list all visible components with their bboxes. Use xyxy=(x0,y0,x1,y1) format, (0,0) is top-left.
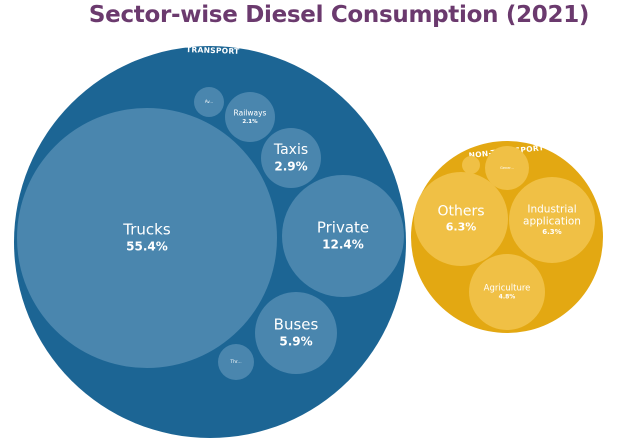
railways-bubble xyxy=(225,92,275,142)
others-bubble xyxy=(414,172,508,266)
chart-title: Sector-wise Diesel Consumption (2021) xyxy=(88,2,590,28)
others-label: Others xyxy=(437,204,484,220)
thr-bubble xyxy=(218,344,254,380)
transport-group-label: TRANSPORT xyxy=(186,45,240,56)
trucks-label: Trucks xyxy=(122,220,171,238)
private-label: Private xyxy=(317,218,369,236)
trucks-value: 55.4% xyxy=(126,240,168,254)
others-value: 6.3% xyxy=(446,221,477,234)
private-value: 12.4% xyxy=(322,238,364,252)
railways-label: Railways xyxy=(234,108,267,117)
av-bubble xyxy=(194,87,224,117)
buses-label: Buses xyxy=(274,315,319,333)
taxis-label: Taxis xyxy=(273,142,308,158)
gener-label: Gener... xyxy=(500,166,514,170)
agriculture-label: Agriculture xyxy=(484,283,531,293)
buses-value: 5.9% xyxy=(279,335,312,349)
agriculture-bubble xyxy=(469,254,545,330)
thr-label: Thr... xyxy=(229,359,241,365)
taxis-bubble xyxy=(261,128,321,188)
trucks-bubble xyxy=(17,108,277,368)
railways-value: 2.1% xyxy=(242,119,258,125)
private-bubble xyxy=(282,175,404,297)
av-label: Av... xyxy=(205,99,213,104)
taxis-value: 2.9% xyxy=(274,159,307,173)
non-transport-item-4-bubble xyxy=(462,156,480,174)
industrial-application-bubble xyxy=(509,177,595,263)
gener-bubble xyxy=(485,146,529,190)
agriculture-value: 4.8% xyxy=(499,294,516,301)
buses-bubble xyxy=(255,292,337,374)
industrial-application-value: 6.3% xyxy=(542,228,561,236)
